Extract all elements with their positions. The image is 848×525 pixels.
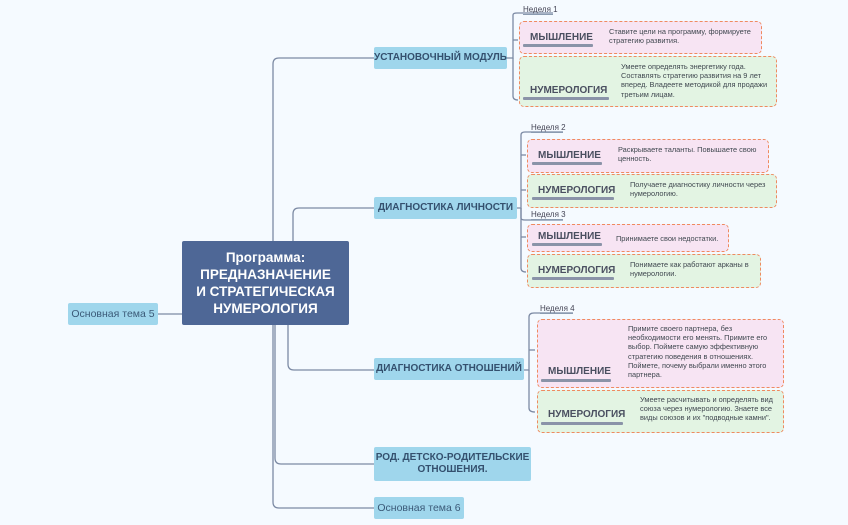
w4-thinking-box[interactable] <box>537 319 784 388</box>
week-1-label: Неделя 1 <box>523 5 558 15</box>
root-title-line1: Программа: <box>225 250 306 265</box>
topic-personality-diagnostics[interactable]: ДИАГНОСТИКА ЛИЧНОСТИ <box>374 197 517 219</box>
w1-numerology-underline <box>523 97 609 100</box>
w4-numerology-underline <box>541 422 623 425</box>
w3-thinking-desc: Принимаете свои недостатки. <box>616 234 719 243</box>
w2-numerology-desc: Получаете диагностику личности через нум… <box>630 180 766 199</box>
w2-numerology-underline <box>532 197 614 200</box>
root-title-line4: НУМЕРОЛОГИЯ <box>213 301 318 316</box>
w2-thinking-underline <box>532 162 602 165</box>
topic-family-relations-line1: РОД. ДЕТСКО-РОДИТЕЛЬСКИЕ <box>375 452 530 463</box>
w2-thinking-desc: Раскрываете таланты. Повышаете свою ценн… <box>618 145 757 164</box>
w2-numerology-label: НУМЕРОЛОГИЯ <box>538 185 616 196</box>
topic-family-relations-line2: ОТНОШЕНИЯ. <box>417 464 488 475</box>
week-3-label: Неделя 3 <box>531 210 566 220</box>
w4-thinking-desc: Примите своего партнера, без необходимос… <box>628 324 768 380</box>
w1-numerology-label: НУМЕРОЛОГИЯ <box>530 85 608 96</box>
w2-thinking-label: МЫШЛЕНИЕ <box>538 150 601 161</box>
w4-thinking-underline <box>541 379 611 382</box>
w3-numerology-desc: Понимаете как работают арканы в нумероло… <box>630 260 749 279</box>
w3-numerology-box[interactable] <box>527 254 761 288</box>
w3-thinking-label: МЫШЛЕНИЕ <box>538 231 601 242</box>
week-2-label: Неделя 2 <box>531 123 566 133</box>
w3-thinking-underline <box>532 243 602 246</box>
topic-setup-module[interactable]: УСТАНОВОЧНЫЙ МОДУЛЬ <box>374 47 507 69</box>
w4-numerology-box[interactable] <box>537 390 784 433</box>
w1-thinking-label: МЫШЛЕНИЕ <box>530 32 593 43</box>
w1-thinking-box[interactable] <box>519 21 762 54</box>
topic-family-relations[interactable]: РОД. ДЕТСКО-РОДИТЕЛЬСКИЕ ОТНОШЕНИЯ. <box>374 447 531 481</box>
w3-numerology-label: НУМЕРОЛОГИЯ <box>538 265 616 276</box>
w2-thinking-box[interactable] <box>527 139 769 173</box>
w1-thinking-underline <box>523 44 593 47</box>
week-4-label: Неделя 4 <box>540 304 575 314</box>
w4-thinking-label: МЫШЛЕНИЕ <box>548 366 611 377</box>
root-topic[interactable]: Программа: ПРЕДНАЗНАЧЕНИЕ И СТРАТЕГИЧЕСК… <box>182 241 349 325</box>
topic-relationship-diagnostics[interactable]: ДИАГНОСТИКА ОТНОШЕНИЙ <box>374 358 524 380</box>
w4-numerology-label: НУМЕРОЛОГИЯ <box>548 409 626 420</box>
root-title-line3: И СТРАТЕГИЧЕСКАЯ <box>196 284 335 299</box>
topic-main-5[interactable]: Основная тема 5 <box>68 303 158 325</box>
w1-numerology-desc: Умеете определять энергетику года. Соста… <box>621 62 768 99</box>
topic-main-6[interactable]: Основная тема 6 <box>374 497 464 519</box>
w4-numerology-desc: Умеете расчитывать и определять вид союз… <box>640 395 773 423</box>
w2-numerology-box[interactable] <box>527 174 777 208</box>
w1-thinking-desc: Ставите цели на программу, формируете ст… <box>609 27 751 46</box>
w3-thinking-box[interactable] <box>527 224 729 252</box>
root-title-line2: ПРЕДНАЗНАЧЕНИЕ <box>200 267 331 282</box>
w3-numerology-underline <box>532 277 614 280</box>
